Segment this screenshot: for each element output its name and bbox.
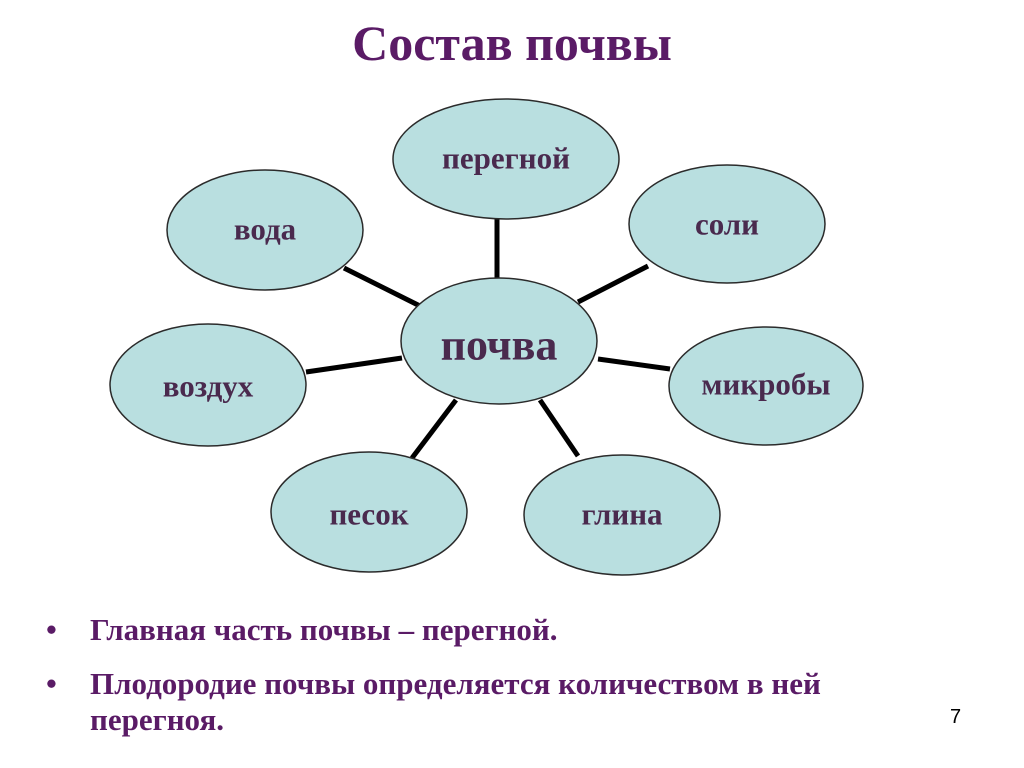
node-humus: перегной: [392, 98, 620, 220]
node-clay: глина: [523, 454, 721, 576]
edge-water: [342, 265, 422, 309]
node-soil-center: почва: [400, 277, 598, 405]
node-air: воздух: [109, 323, 307, 447]
bullet-item: • Плодородие почвы определяется количеств…: [40, 666, 940, 738]
bullet-text: Главная часть почвы – перегной.: [90, 612, 558, 647]
node-salts: соли: [628, 164, 826, 284]
edge-sand: [410, 398, 458, 460]
bullet-list: • Главная часть почвы – перегной. • Плодор…: [40, 612, 940, 756]
node-clay-label: глина: [581, 497, 663, 532]
node-sand-label: песок: [329, 497, 408, 532]
bullet-dot: •: [46, 666, 57, 701]
node-water-label: вода: [234, 212, 297, 247]
node-water: вода: [166, 169, 364, 291]
bullet-text: Плодородие почвы определяется количество…: [90, 666, 821, 737]
node-microbes: микробы: [668, 326, 864, 446]
node-humus-label: перегной: [442, 141, 570, 176]
bullet-item: • Главная часть почвы – перегной.: [40, 612, 940, 648]
bullet-dot: •: [46, 612, 57, 647]
slide-title: Состав почвы: [352, 15, 672, 71]
edge-air: [305, 355, 403, 375]
edge-clay: [537, 398, 581, 458]
node-salts-label: соли: [695, 207, 759, 242]
soil-composition-diagram: перегной соли микробы глина песок воздух…: [109, 98, 864, 576]
page-number: 7: [950, 706, 962, 728]
node-soil-center-label: почва: [441, 321, 558, 370]
node-microbes-label: микробы: [701, 367, 830, 402]
diagram-edges: [305, 218, 671, 460]
node-sand: песок: [270, 451, 468, 573]
edge-salts: [576, 263, 650, 305]
node-air-label: воздух: [163, 369, 254, 404]
edge-microbes: [597, 356, 671, 372]
